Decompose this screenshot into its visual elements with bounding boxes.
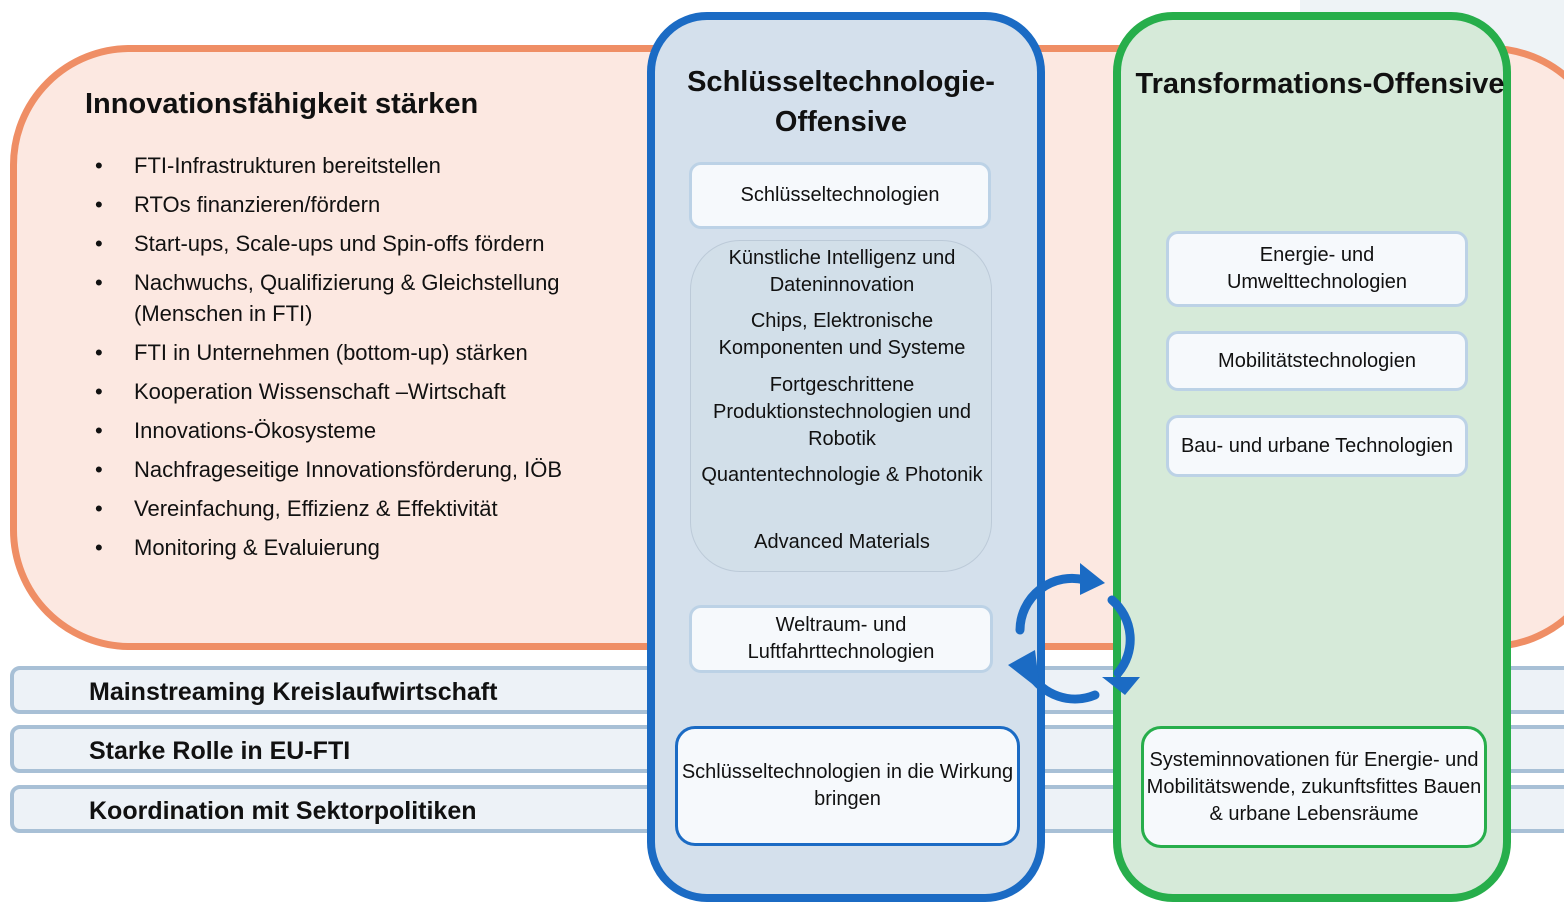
innovation-item: Innovations-Ökosysteme	[95, 415, 615, 446]
key-tech-list: Künstliche Intelligenz und Dateninnovati…	[690, 240, 992, 572]
system-innovation-box: Systeminnovationen für Energie- und Mobi…	[1141, 726, 1487, 848]
key-tech-item: Künstliche Intelligenz und Dateninnovati…	[728, 247, 956, 296]
innovation-item: Nachwuchs, Qualifizierung & Gleichstellu…	[95, 267, 615, 329]
building-label: Bau- und urbane Technologien	[1180, 434, 1454, 457]
innovation-title: Innovationsfähigkeit stärken	[85, 88, 479, 120]
space-tech-box: Weltraum- und Luftfahrttechnologien	[689, 605, 993, 673]
energy-label: Energie- und Umwelttechnologien	[1226, 244, 1408, 293]
key-tech-box: Schlüsseltechnologien	[689, 162, 991, 229]
bar-eu-fti-label: Starke Rolle in EU-FTI	[89, 737, 351, 765]
impact-box: Schlüsseltechnologien in die Wirkung bri…	[675, 726, 1020, 846]
innovation-item: FTI-Infrastrukturen bereitstellen	[95, 150, 615, 181]
innovation-item: Monitoring & Evaluierung	[95, 532, 615, 563]
bar-sector-policy-label: Koordination mit Sektorpolitiken	[89, 797, 477, 825]
innovation-item: Kooperation Wissenschaft –Wirtschaft	[95, 376, 615, 407]
key-tech-item: Quantentechnologie & Photonik	[701, 464, 983, 486]
key-tech-title: Schlüsseltechnologie-Offensive	[687, 66, 995, 138]
cycle-arrows-icon	[1008, 563, 1140, 704]
innovation-list: FTI-Infrastrukturen bereitstellen RTOs f…	[95, 150, 615, 571]
energy-box: Energie- und Umwelttechnologien	[1166, 231, 1468, 307]
key-tech-box-label: Schlüsseltechnologien	[740, 184, 940, 206]
system-innovation-label: Systeminnovationen für Energie- und Mobi…	[1146, 748, 1482, 825]
innovation-item: Nachfrageseitige Innovationsförderung, I…	[95, 454, 615, 485]
transformation-title: Transformations-Offensive	[1135, 68, 1505, 100]
impact-label: Schlüsseltechnologien in die Wirkung bri…	[681, 761, 1014, 810]
innovation-item: FTI in Unternehmen (bottom-up) stärken	[95, 337, 615, 368]
key-tech-item: Advanced Materials	[754, 531, 930, 553]
mobility-label: Mobilitätstechnologien	[1218, 349, 1416, 372]
key-tech-item: Chips, Elektronische Komponenten und Sys…	[718, 310, 966, 359]
building-box: Bau- und urbane Technologien	[1166, 415, 1468, 477]
space-tech-label: Weltraum- und Luftfahrttechnologien	[747, 614, 935, 663]
innovation-item: RTOs finanzieren/fördern	[95, 189, 615, 220]
innovation-item: Start-ups, Scale-ups und Spin-offs förde…	[95, 228, 615, 259]
bar-circular-economy-label: Mainstreaming Kreislaufwirtschaft	[89, 678, 498, 706]
key-tech-item: Fortgeschrittene Produktionstechnologien…	[713, 374, 971, 450]
innovation-item: Vereinfachung, Effizienz & Effektivität	[95, 493, 615, 524]
mobility-box: Mobilitätstechnologien	[1166, 331, 1468, 391]
